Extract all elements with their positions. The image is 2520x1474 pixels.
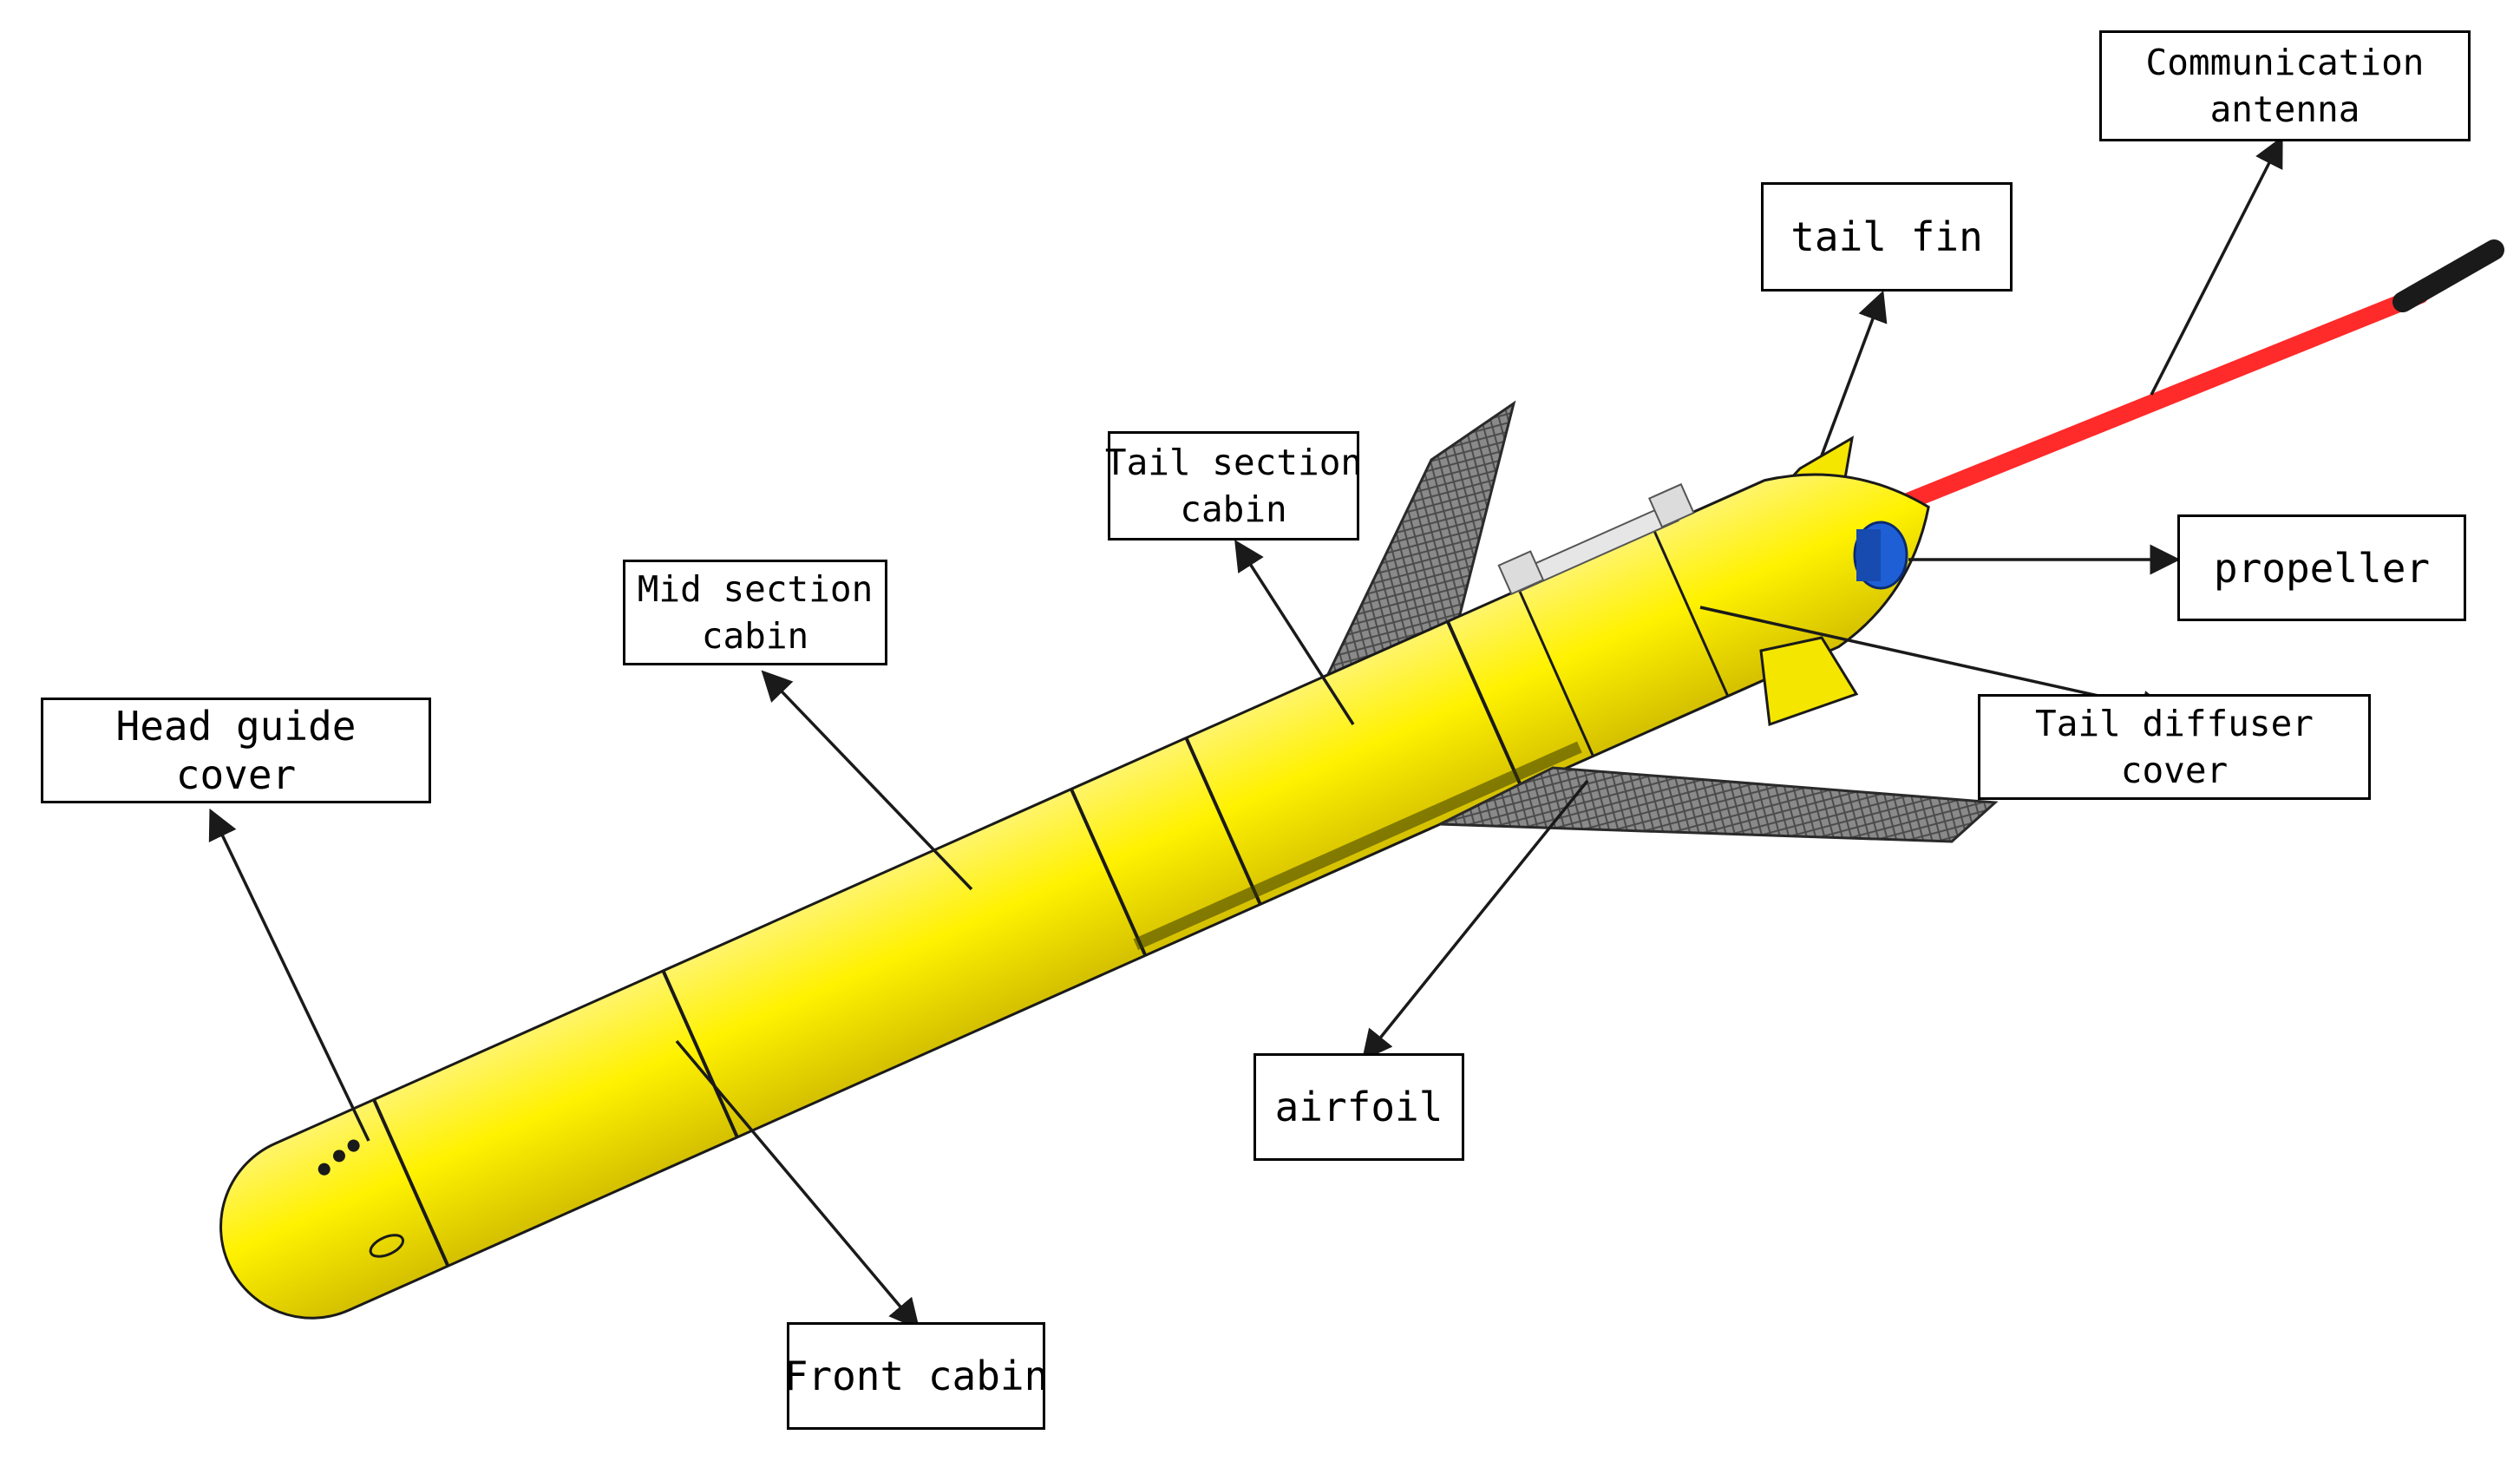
ring-mid-b <box>1184 737 1262 906</box>
label-line: cabin <box>701 615 809 657</box>
arrow-mid-section-cabin <box>761 670 973 891</box>
hull <box>219 473 1930 1320</box>
label-tail-diffuser-cover: Tail diffuser cover <box>1978 694 2371 800</box>
antenna-mast <box>1830 286 2429 538</box>
ring-mid-a <box>1070 788 1148 957</box>
label-front-cabin: Front cabin <box>784 1322 1048 1430</box>
top-rail-block <box>1647 482 1695 528</box>
arrow-tail-fin <box>1820 290 1888 456</box>
ring-tail <box>1446 620 1524 789</box>
label-line: Tail section <box>1104 442 1363 483</box>
label-mid-section-cabin: Mid section cabin <box>623 560 887 665</box>
nose-hole <box>332 1150 345 1163</box>
label-tail-fin: tail fin <box>1761 182 2013 292</box>
nose-hole <box>347 1139 360 1152</box>
label-line: propeller <box>2213 544 2431 592</box>
label-airfoil: airfoil <box>1253 1053 1464 1161</box>
arrow-front-cabin <box>675 1039 920 1330</box>
label-line: cover <box>175 751 297 798</box>
ring-front-mid <box>661 970 739 1138</box>
ring-tail-c <box>1653 528 1730 698</box>
nose-port <box>369 1234 405 1258</box>
arrow-communication-antenna <box>2150 135 2283 396</box>
label-tail-section-cabin: Tail section cabin <box>1104 431 1363 540</box>
ring-tail-b <box>1517 589 1594 757</box>
label-propeller: propeller <box>2177 514 2466 621</box>
label-line: Tail diffuser <box>2035 703 2314 744</box>
label-line: cover <box>2120 750 2229 791</box>
keel-strip <box>1133 741 1582 951</box>
arrow-tail-section-cabin <box>1234 540 1355 725</box>
label-line: tail fin <box>1790 213 1983 260</box>
label-line: Head guide <box>115 703 357 750</box>
nose-hole <box>317 1163 331 1176</box>
label-line: airfoil <box>1274 1084 1443 1130</box>
ring-nose <box>372 1098 450 1268</box>
antenna-tip <box>2392 239 2504 312</box>
arrow-airfoil <box>1361 779 1589 1061</box>
label-head-guide-cover: Head guide cover <box>41 698 431 803</box>
lower-airfoil-wing <box>1439 766 1999 843</box>
label-line: Front cabin <box>783 1353 1049 1399</box>
label-line: Communication <box>2145 42 2425 83</box>
label-line: Mid section <box>637 568 874 610</box>
label-line: antenna <box>2209 88 2360 130</box>
label-communication-antenna: Communication antenna <box>2099 30 2471 141</box>
propeller-unit <box>1853 521 1908 590</box>
arrow-head-guide-cover <box>208 808 370 1142</box>
top-rail-block <box>1497 550 1545 596</box>
label-line: cabin <box>1180 488 1287 530</box>
lower-tail-fin <box>1759 636 1859 727</box>
